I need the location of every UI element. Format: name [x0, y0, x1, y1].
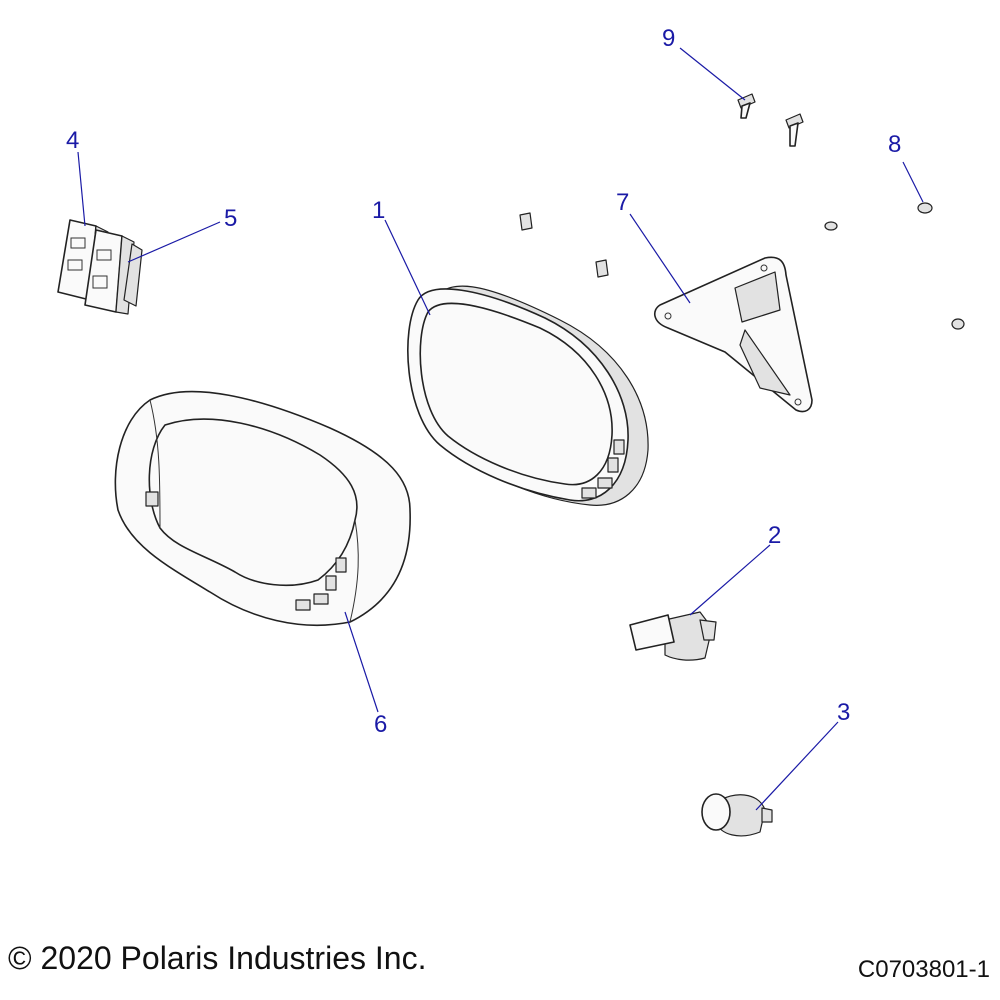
screws — [737, 93, 804, 147]
callout-1: 1 — [372, 197, 385, 224]
drawing-code: C0703801-1 — [857, 956, 990, 983]
leader-line-2 — [689, 544, 771, 616]
ignition-switch — [629, 611, 717, 661]
callout-9: 9 — [662, 25, 675, 52]
leader-line-1 — [384, 219, 431, 316]
leader-line-5 — [127, 221, 221, 263]
callout-4: 4 — [66, 127, 79, 154]
callout-2: 2 — [768, 522, 781, 549]
copyright-notice: © 2020 Polaris Industries Inc. — [8, 940, 427, 976]
instrument-cluster — [407, 212, 649, 506]
leader-line-9 — [679, 47, 746, 101]
power-outlet — [701, 793, 773, 837]
leader-line-7 — [629, 213, 691, 304]
callout-6: 6 — [374, 711, 387, 738]
dash-bezel — [114, 390, 411, 627]
leader-line-8 — [902, 161, 924, 203]
leader-line-6 — [344, 611, 379, 713]
callout-3: 3 — [837, 699, 850, 726]
callout-5: 5 — [224, 205, 237, 232]
callout-8: 8 — [888, 131, 901, 158]
rocker-switch-assembly — [57, 219, 143, 315]
pins — [824, 202, 965, 330]
leader-line-4 — [77, 151, 86, 227]
mounting-bracket — [653, 256, 813, 413]
leader-line-3 — [755, 721, 839, 811]
callout-7: 7 — [616, 189, 629, 216]
